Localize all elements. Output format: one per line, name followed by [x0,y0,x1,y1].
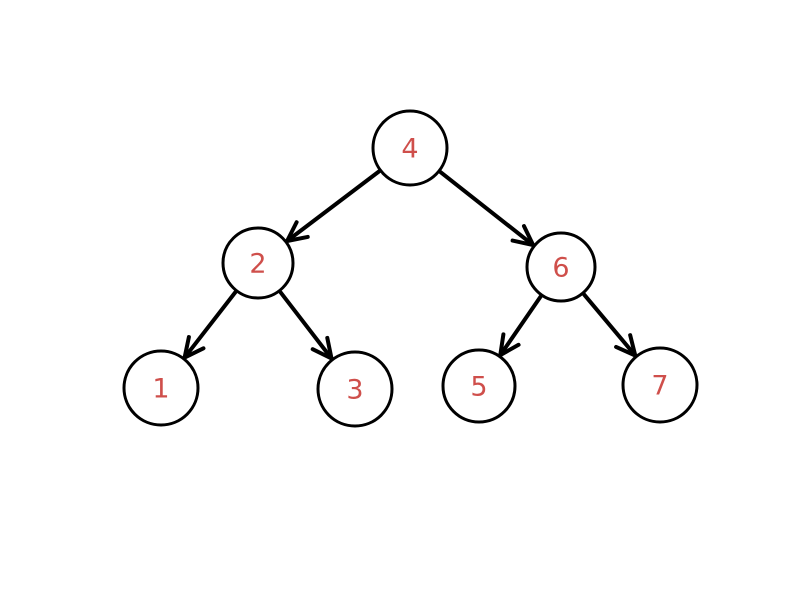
node-circle [221,226,295,300]
arrowhead-barb [182,346,206,360]
node-label: 1 [152,373,169,404]
arrowhead-barb [498,342,521,358]
tree-node-5: 5 [441,348,517,424]
node-label: 4 [401,133,418,164]
node-circle [371,109,449,187]
node-label: 7 [651,370,668,401]
edge-4-to-2 [285,169,381,243]
arrowhead-barb [510,238,536,248]
edge-line [498,294,543,358]
edge-line [182,290,238,360]
edge-line [278,290,334,361]
node-label: 3 [346,374,363,405]
tree-node-2: 2 [221,226,295,300]
node-label: 6 [552,252,569,283]
tree-node-1: 1 [122,349,200,427]
tree-node-7: 7 [621,346,699,424]
edge-2-to-3 [278,290,334,361]
edge-line [438,170,536,248]
node-circle [621,346,699,424]
arrowhead-barb [498,332,506,358]
edge-4-to-6 [438,170,536,248]
edge-line [582,292,638,358]
arrowhead-barb [614,344,638,358]
arrowhead-barb [628,333,638,358]
edge-2-to-1 [182,290,238,360]
node-label: 5 [470,371,487,402]
edge-6-to-7 [582,292,638,358]
node-circle [441,348,517,424]
node-circle [316,350,394,428]
node-circle [525,231,597,303]
edge-line [285,169,381,243]
arrowhead-barb [285,234,310,243]
edge-6-to-5 [498,294,543,358]
tree-node-4: 4 [371,109,449,187]
arrowhead-barb [310,347,334,361]
tree-node-3: 3 [316,350,394,428]
arrowhead-barb [182,335,191,360]
arrowhead-barb [521,224,536,248]
node-label: 2 [249,248,266,279]
arrowhead-barb [285,220,299,243]
arrowhead-barb [325,335,334,361]
node-circle [122,349,200,427]
tree-node-6: 6 [525,231,597,303]
